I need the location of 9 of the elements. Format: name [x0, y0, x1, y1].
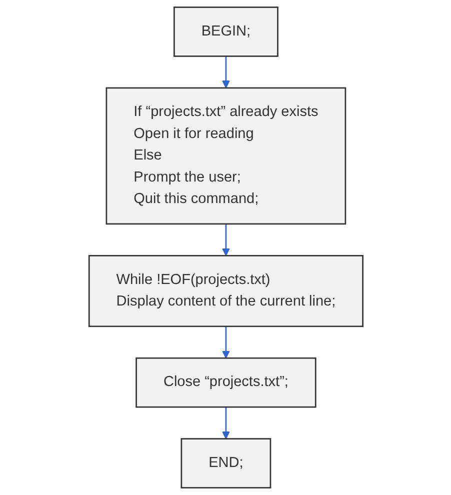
arrow	[222, 224, 230, 256]
node-box: If “projects.txt” already exists Open it for reading Else Prompt the user; Quit this command;	[105, 87, 346, 225]
node-box: While !EOF(projects.txt) Display content of the current line;	[88, 254, 364, 328]
node-box: END;	[180, 438, 271, 488]
arrow	[222, 407, 230, 440]
arrow	[222, 326, 230, 358]
node-box: Close “projects.txt”;	[135, 357, 316, 408]
node-box: BEGIN;	[173, 6, 278, 57]
arrow	[222, 56, 230, 88]
